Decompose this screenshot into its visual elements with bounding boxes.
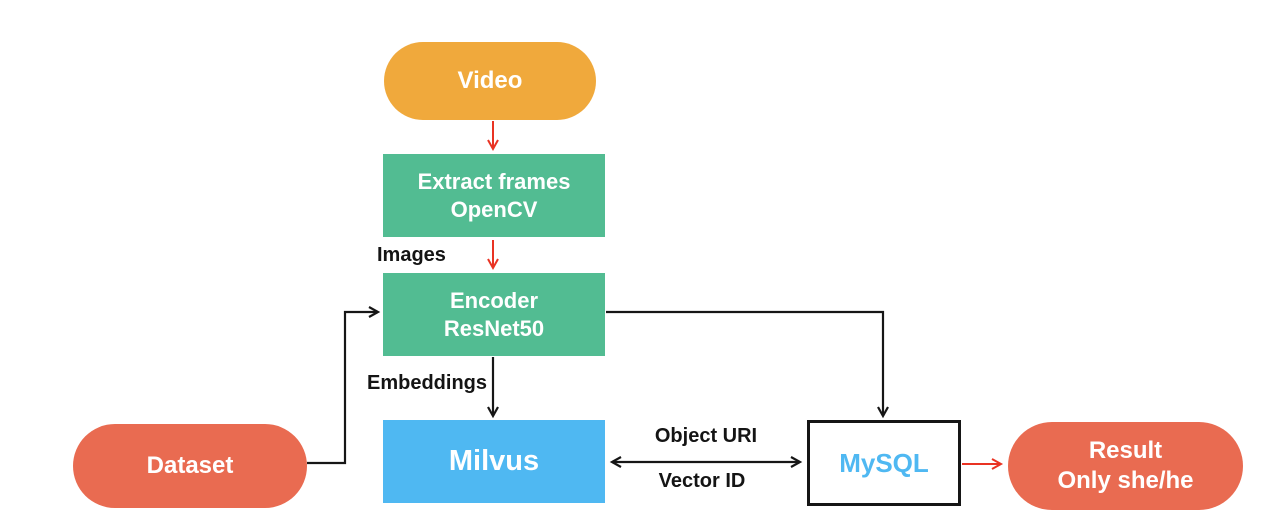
encoder-node-label: Encoder (449, 287, 539, 313)
milvus-node-label: Milvus (448, 445, 540, 477)
video-node-label: Video (457, 67, 523, 94)
result-node: Result Only she/he (1008, 422, 1243, 510)
images-edge-label: Images (377, 244, 446, 266)
embeddings-edge-label: Embeddings (367, 372, 488, 394)
mysql-node: MySQL (807, 420, 961, 506)
object-uri-edge-label: Object URI (654, 425, 758, 447)
extract-frames-node-label: Extract frames (417, 168, 571, 194)
milvus-node: Milvus (383, 420, 605, 503)
mysql-node-label: MySQL (839, 447, 929, 478)
video-node: Video (384, 42, 596, 120)
vector-id-edge-label: Vector ID (658, 470, 746, 492)
encoder-node-sublabel: ResNet50 (443, 315, 545, 341)
arrow-encoder-to-mysql (606, 310, 889, 419)
dataset-node: Dataset (73, 424, 307, 508)
encoder-node: Encoder ResNet50 (383, 273, 605, 356)
dataset-node-label: Dataset (146, 452, 234, 479)
arrow-dataset-to-encoder (307, 306, 381, 465)
extract-frames-node: Extract frames OpenCV (383, 154, 605, 237)
extract-frames-node-sublabel: OpenCV (450, 196, 538, 222)
result-node-label: Result (1088, 437, 1163, 464)
result-node-sublabel: Only she/he (1057, 467, 1194, 494)
